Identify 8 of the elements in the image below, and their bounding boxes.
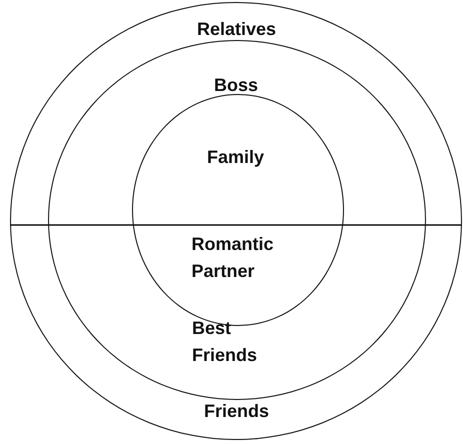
ring	[10, 2, 462, 440]
ring-label: Friends	[202, 400, 270, 422]
ring-label: Boss	[212, 74, 259, 97]
ring-label: Best Friends	[192, 317, 258, 367]
ring-label: Relatives	[196, 18, 278, 40]
ring-label: Family	[206, 146, 266, 169]
ring	[48, 40, 426, 400]
ring-label: Romantic Partner	[192, 232, 275, 282]
